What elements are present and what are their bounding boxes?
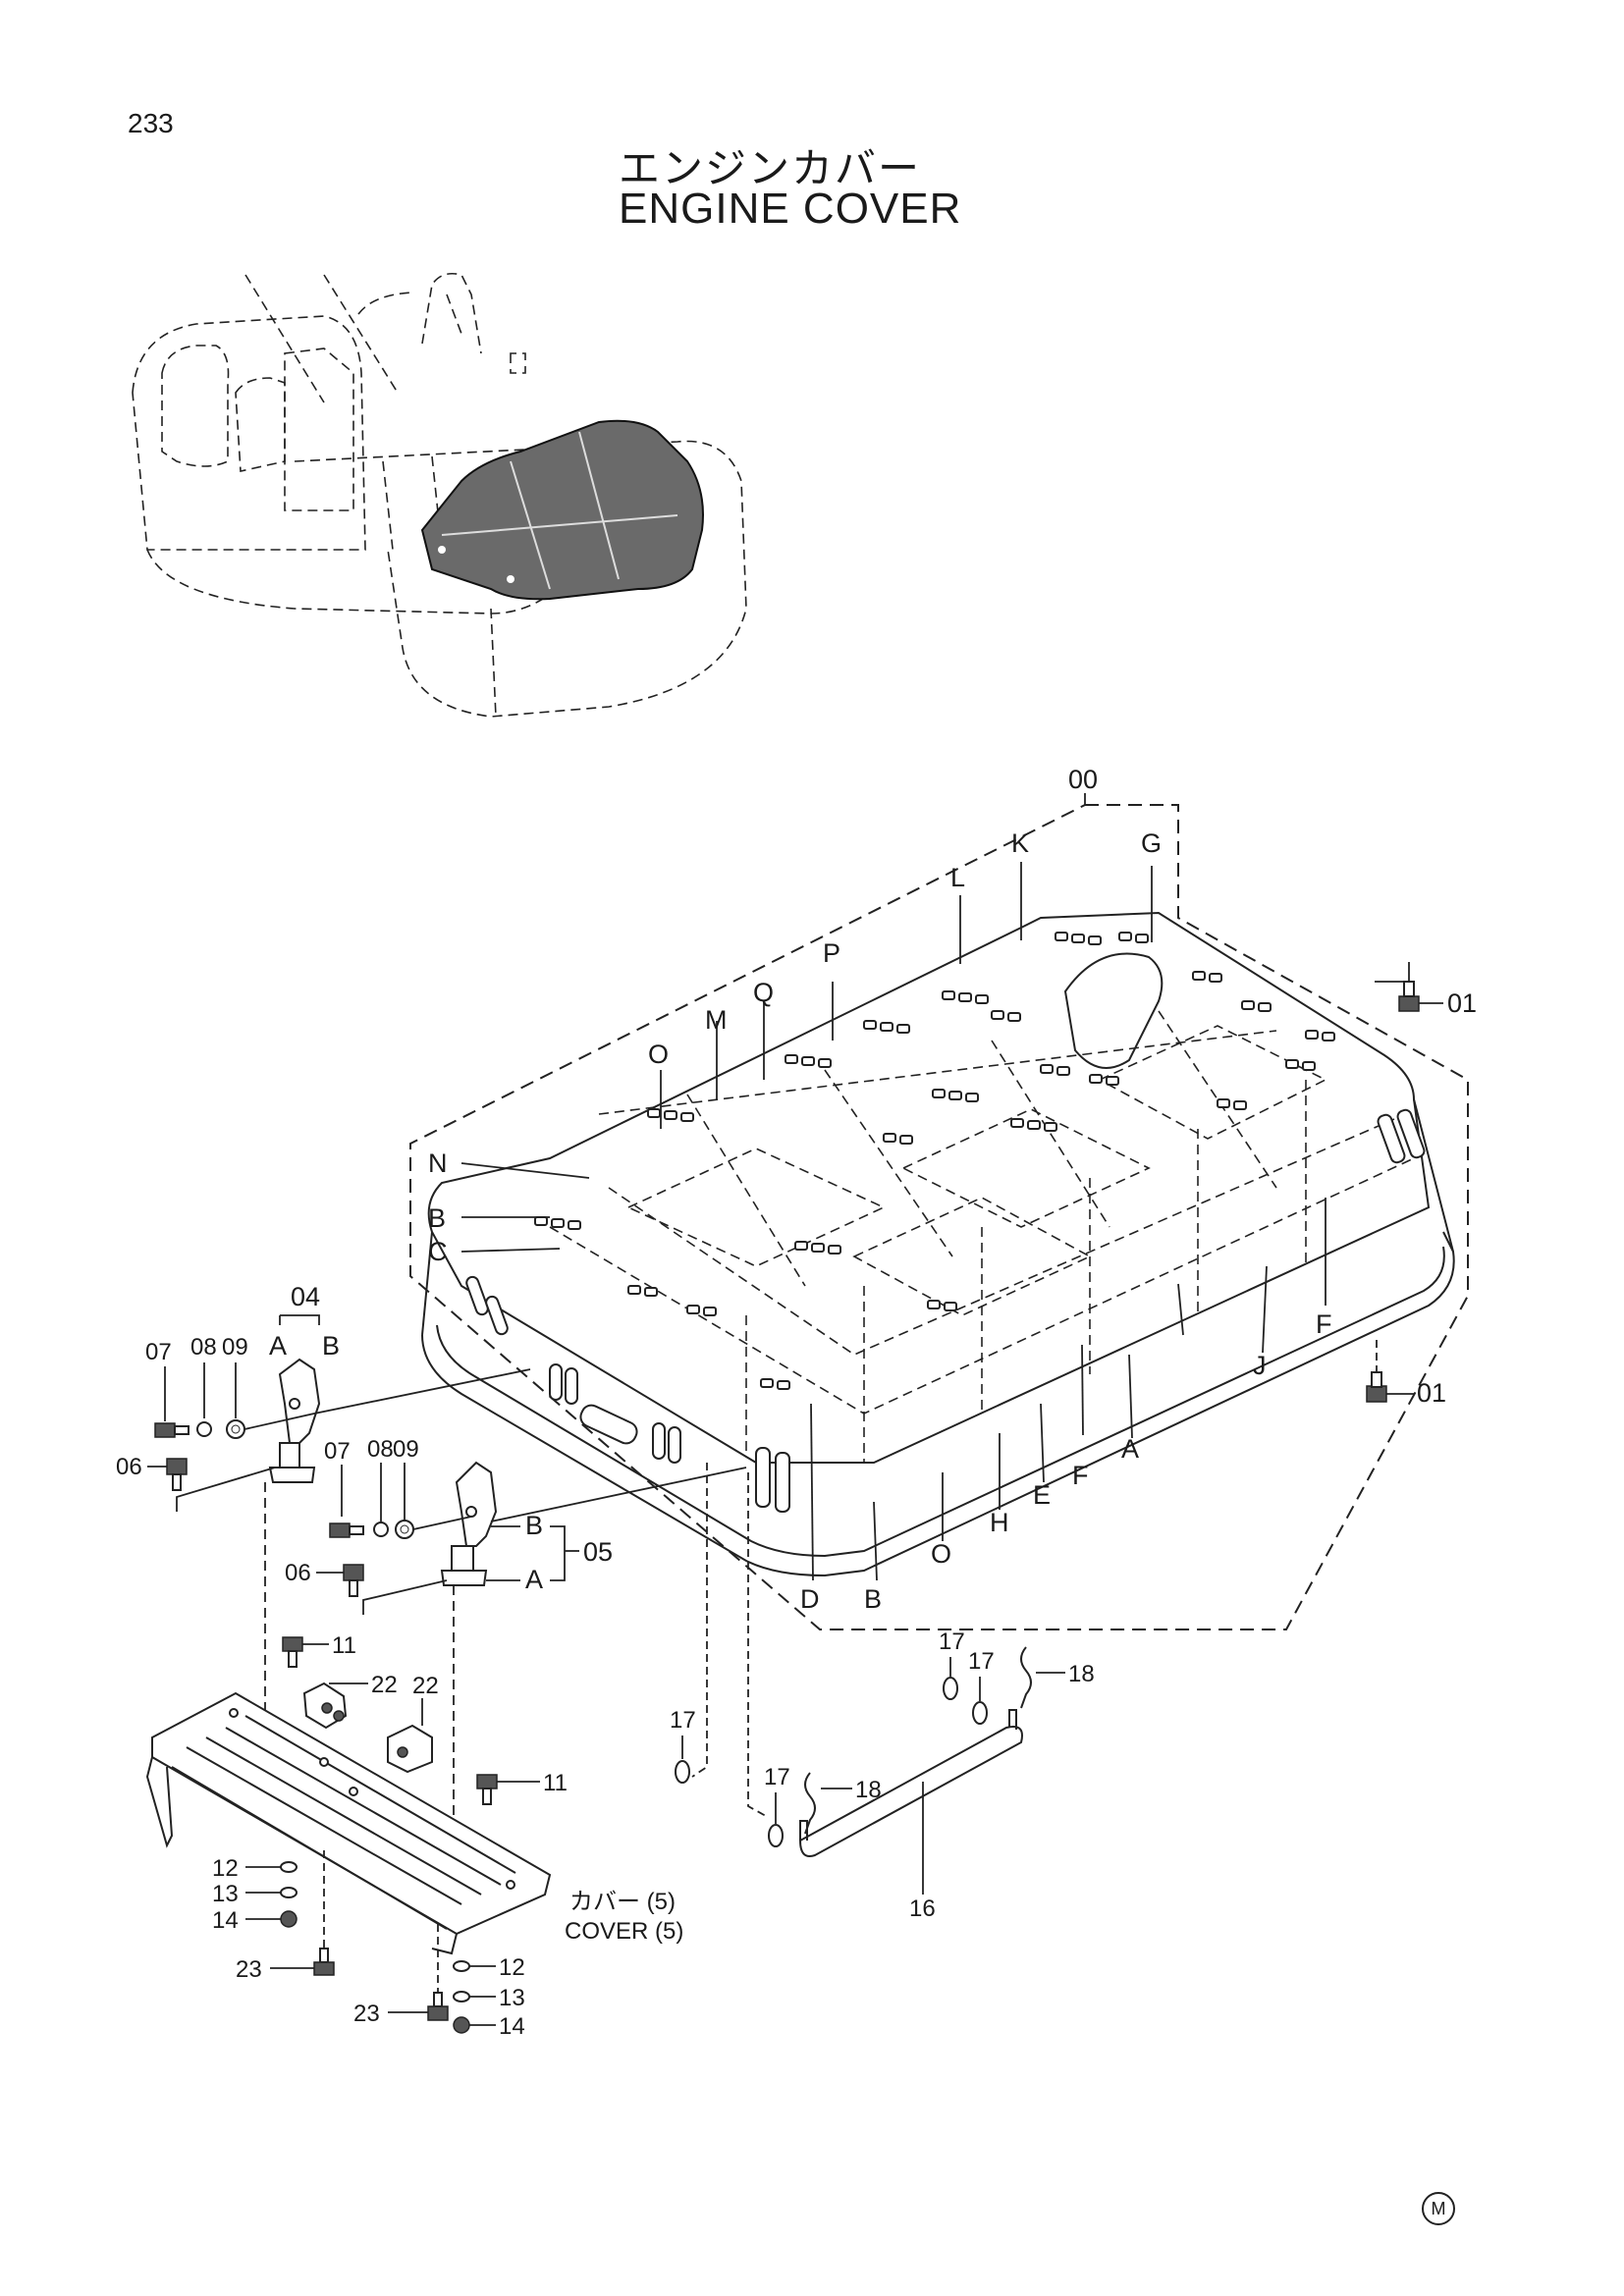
label-01-top: 01	[1447, 988, 1477, 1018]
label-N: N	[428, 1148, 448, 1178]
label-L: L	[950, 863, 965, 892]
side-slots	[465, 1108, 1426, 1513]
label-E: E	[1033, 1480, 1051, 1510]
label-P: P	[823, 938, 840, 968]
vent-slots	[534, 932, 1335, 1390]
label-A-main: A	[1121, 1434, 1139, 1464]
label-13-right: 13	[499, 1985, 525, 2011]
bolt-01-bottom: 01	[1366, 1340, 1446, 1408]
clip-18-right: 18	[1020, 1646, 1095, 1709]
label-01-bottom: 01	[1417, 1378, 1446, 1408]
label-14-left: 14	[212, 1907, 239, 1934]
label-05-B: B	[525, 1511, 543, 1540]
bolt-11-center: 11	[476, 1770, 568, 1805]
label-12-left: 12	[212, 1855, 239, 1882]
bracket-22-center: 22	[387, 1673, 439, 1774]
stay-16: 16	[798, 1709, 1023, 1922]
cover-note-en: COVER (5)	[565, 1918, 683, 1945]
label-08-left: 08	[190, 1334, 217, 1361]
label-08-center: 08	[367, 1436, 394, 1463]
machine-overview-illustration	[132, 272, 747, 718]
fasteners-07-08-09-left: 07 08 09	[145, 1334, 315, 1439]
label-11-left: 11	[332, 1632, 356, 1659]
label-B-bottom: B	[864, 1584, 882, 1614]
cover-note-jp: カバー (5)	[569, 1889, 676, 1915]
page-number: 233	[128, 108, 174, 138]
title-english: ENGINE COVER	[619, 185, 962, 233]
label-J: J	[1253, 1351, 1267, 1380]
bolt-06-center: 06	[285, 1560, 364, 1597]
fasteners-12-13-14-left: 12 13 14	[212, 1855, 298, 1934]
latch-assembly-05: B A 05	[362, 1461, 747, 1855]
label-04: 04	[291, 1282, 320, 1311]
label-22-center: 22	[412, 1673, 439, 1699]
label-12-right: 12	[499, 1954, 525, 1981]
label-23-left: 23	[236, 1956, 262, 1983]
letter-labels: 00 K G L P Q M O N B C F J A F E H O B D	[428, 765, 1332, 1614]
label-09-center: 09	[393, 1436, 419, 1463]
label-B-left: B	[428, 1203, 446, 1233]
label-07-center: 07	[324, 1438, 351, 1465]
label-04-B: B	[322, 1331, 340, 1361]
label-C: C	[428, 1237, 448, 1266]
bolt-23-center: 23	[353, 1924, 449, 2027]
label-O-top: O	[648, 1040, 669, 1069]
label-F-right: F	[1316, 1309, 1332, 1339]
label-11-center: 11	[543, 1770, 568, 1796]
label-Q: Q	[753, 978, 774, 1007]
label-13-left: 13	[212, 1881, 239, 1907]
latch-assembly-04: 04 A B	[176, 1282, 531, 1826]
label-F-center: F	[1072, 1461, 1089, 1490]
cover-top-outline	[427, 911, 1431, 1464]
label-06-left: 06	[116, 1454, 142, 1480]
label-14-right: 14	[499, 2013, 525, 2040]
side-cover-plate: カバー (5) COVER (5)	[145, 1691, 683, 1955]
label-04-A: A	[269, 1331, 287, 1361]
label-K: K	[1011, 828, 1029, 858]
bolt-11-left: 11	[282, 1632, 356, 1668]
label-17-right-a: 17	[939, 1629, 965, 1655]
fasteners-12-13-14-right: 12 13 14	[453, 1954, 525, 2040]
label-17-bottom: 17	[764, 1764, 790, 1790]
fasteners-07-08-09-center: 07 08 09	[324, 1436, 472, 1539]
label-05: 05	[583, 1537, 613, 1567]
label-18-right: 18	[1068, 1661, 1095, 1687]
label-23-center: 23	[353, 2001, 380, 2027]
label-assembly-00: 00	[1068, 765, 1098, 794]
washer-17-bottom: 17	[747, 1472, 790, 1847]
label-M: M	[705, 1005, 728, 1035]
engine-cover-assembly	[409, 793, 1469, 1630]
label-17-right-b: 17	[968, 1648, 995, 1675]
title-japanese: エンジンカバー	[619, 144, 922, 192]
label-G: G	[1141, 828, 1162, 858]
label-D: D	[800, 1584, 820, 1614]
washer-17-left: 17	[670, 1463, 708, 1784]
label-09-left: 09	[222, 1334, 248, 1361]
manufacturer-mark: M	[1422, 2192, 1455, 2225]
assembly-boundary	[409, 804, 1469, 1630]
label-05-A: A	[525, 1565, 543, 1594]
bolt-06-left: 06	[116, 1454, 188, 1491]
clip-18-left: 18	[804, 1772, 882, 1835]
bracket-22-left: 22	[302, 1672, 398, 1730]
bolt-01-top: 01	[1398, 981, 1477, 1018]
label-17-left: 17	[670, 1707, 696, 1734]
label-O-bottom: O	[931, 1539, 951, 1569]
label-H: H	[990, 1508, 1009, 1537]
letter-leaders	[460, 862, 1410, 1581]
label-18-left: 18	[855, 1777, 882, 1803]
bolt-23-left: 23	[236, 1850, 335, 1983]
label-07-left: 07	[145, 1339, 172, 1365]
label-16: 16	[909, 1896, 936, 1922]
label-22-left: 22	[371, 1672, 398, 1698]
washers-17-right: 17 17	[939, 1629, 995, 1725]
label-06-center: 06	[285, 1560, 311, 1586]
